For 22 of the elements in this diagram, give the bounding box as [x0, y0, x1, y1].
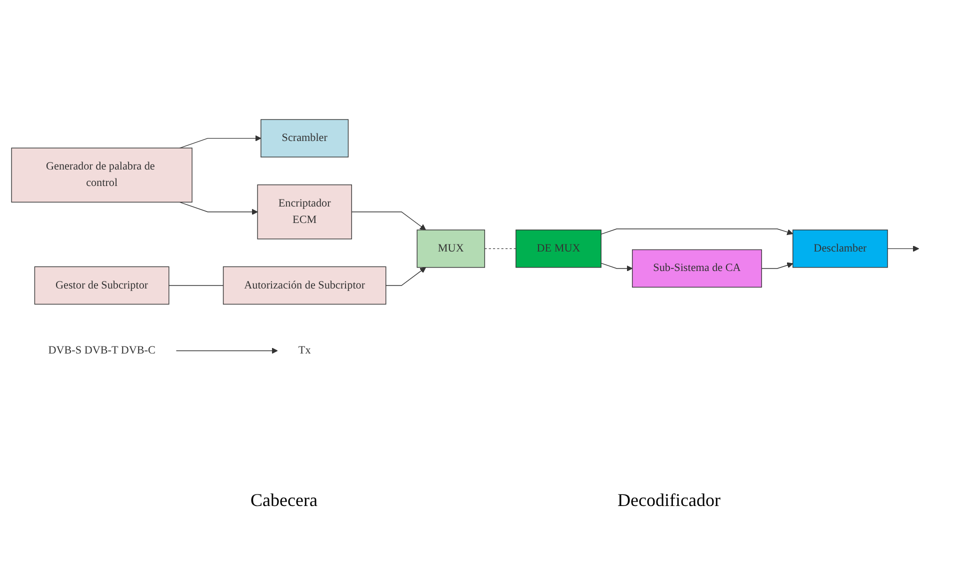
- arrow: [385, 268, 426, 286]
- node-box: MUX: [416, 230, 485, 268]
- connector: [484, 248, 516, 250]
- node-text: DVB-S DVB-T DVB-C: [48, 344, 155, 357]
- node-box: Scrambler: [260, 120, 348, 158]
- node-box: Autorización de Subcriptor: [222, 266, 386, 306]
- node-box: DE MUX: [515, 230, 601, 268]
- node-text: Tx: [298, 344, 310, 357]
- arrow: [175, 348, 278, 354]
- node-box: Desclamber: [792, 230, 888, 268]
- node-box: Generador de palabra de control: [10, 148, 192, 203]
- arrow: [886, 246, 919, 252]
- bracket-label: Cabecera: [250, 490, 318, 511]
- arrow: [760, 262, 793, 270]
- arrow: [178, 136, 261, 149]
- arrow: [350, 212, 426, 231]
- node-box: Sub-Sistema de CA: [631, 250, 762, 288]
- arrow: [600, 229, 793, 236]
- arrow: [600, 263, 632, 272]
- node-box: Gestor de Subcriptor: [34, 266, 169, 306]
- bracket-label: Decodificador: [618, 490, 720, 511]
- node-box: Encriptador ECM: [256, 184, 352, 240]
